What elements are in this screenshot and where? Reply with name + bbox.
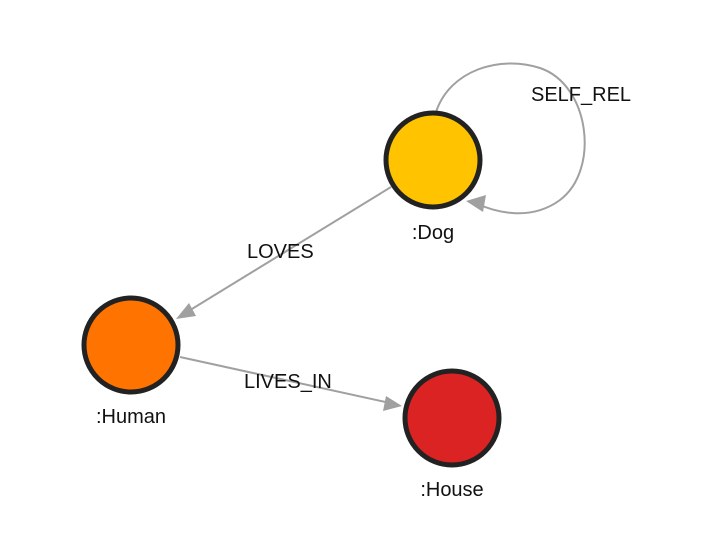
- node-human-label: :Human: [96, 406, 166, 428]
- node-dog-circle[interactable]: [383, 110, 483, 210]
- edge-loves[interactable]: LOVES: [176, 186, 392, 319]
- edge-self-rel[interactable]: SELF_REL: [435, 62, 631, 215]
- edge-lives-in-label: LIVES_IN: [244, 371, 332, 393]
- edge-self-rel-arrowhead: [466, 195, 486, 212]
- edge-self-rel-line[interactable]: [435, 62, 586, 215]
- edge-loves-label: LOVES: [247, 241, 314, 263]
- edge-loves-line[interactable]: [186, 186, 392, 313]
- node-human-circle[interactable]: [81, 295, 181, 395]
- node-house[interactable]: :House: [402, 368, 502, 501]
- edge-lives-in-arrowhead: [383, 396, 402, 411]
- node-dog-label: :Dog: [412, 222, 454, 244]
- edge-loves-arrowhead: [176, 303, 196, 319]
- edge-lives-in-line[interactable]: [179, 356, 391, 404]
- node-human[interactable]: :Human: [81, 295, 181, 428]
- node-house-circle[interactable]: [402, 368, 502, 468]
- edge-lives-in[interactable]: LIVES_IN: [179, 356, 402, 411]
- node-house-label: :House: [420, 479, 483, 501]
- node-dog[interactable]: :Dog: [383, 110, 483, 244]
- edge-self-rel-label: SELF_REL: [531, 84, 631, 106]
